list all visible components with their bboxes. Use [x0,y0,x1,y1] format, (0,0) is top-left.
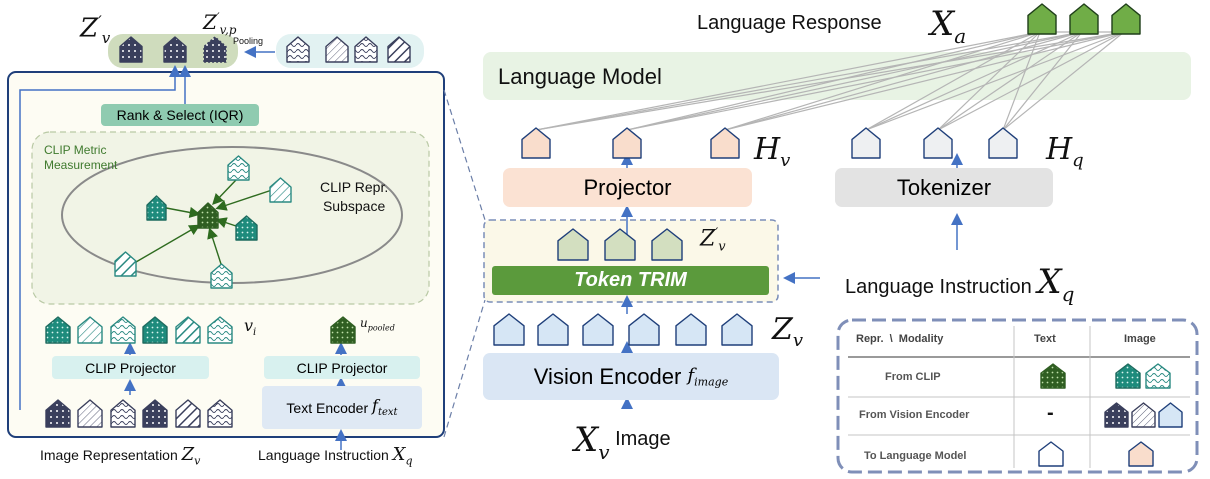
pooling-label: Pooling [233,36,264,46]
hq-token-2 [923,127,953,159]
zv-prime-label: Z′v [80,12,111,47]
legend-clip-image-icon-1 [1115,363,1141,389]
vision-encoder-box: Vision Encoder fimage [483,353,779,400]
token-layer [45,3,1183,467]
hq-token-3 [988,127,1018,159]
vi-token-6 [207,316,233,344]
image-input-label: Xv Image [574,420,671,464]
zv-token-1 [493,313,525,346]
trim-token-3 [651,228,683,261]
vi-token-1 [45,316,71,344]
zvp-label: Z′v,p [203,10,237,37]
projector-box: Projector [503,168,752,207]
token-trim-box: Token TRIM [492,266,769,295]
clip-projector-image: CLIP Projector [52,356,209,379]
subspace-token-teal-dots [146,195,167,221]
pool-source-token-2 [325,36,349,63]
language-response-label: Language Response [697,12,882,34]
zv-prime-token-2 [163,36,187,63]
vi-token-3 [110,316,136,344]
legend-row-from-vision-encoder: From Vision Encoder [859,409,970,421]
subspace-token-hatch [269,177,292,203]
vi-token-4 [142,316,168,344]
trim-zv-prime-symbol: Z′v [700,226,726,255]
image-token-6 [207,399,233,428]
subspace-token-wave [227,155,250,181]
tokenizer-box: Tokenizer [835,168,1053,207]
legend-ve-image-icon-2 [1131,402,1156,428]
rank-select-label: Rank & Select (IQR) [116,107,244,123]
hv-symbol: Hv [754,132,791,171]
legend-lm-image-icon [1128,441,1154,467]
zoom-line-top [443,89,486,221]
hv-token-1 [521,127,551,159]
response-token-1 [1027,3,1057,35]
image-token-4 [142,399,168,428]
subspace-token-hatch-thick [114,251,137,277]
response-token-2 [1069,3,1099,35]
response-token-3 [1111,3,1141,35]
zv-symbol: Zv [772,312,804,351]
zv-p-pooled-token [203,36,227,63]
hq-token-1 [851,127,881,159]
attention-lines [535,31,1125,131]
legend-grid [848,326,1190,468]
u-pooled-token [330,316,356,344]
pool-source-token-4 [387,36,411,63]
legend-header-image: Image [1124,333,1156,345]
language-instruction-left-label: Language Instruction Xq [258,444,413,468]
rank-select-box: Rank & Select (IQR) [101,104,259,126]
subspace-token-wave-2 [210,263,233,289]
image-token-3 [110,399,136,428]
hv-token-2 [612,127,642,159]
zv-token-3 [582,313,614,346]
pool-source-token-3 [354,36,378,63]
hq-symbol: Hq [1046,132,1084,171]
image-token-5 [175,399,201,428]
hv-token-3 [710,127,740,159]
language-model-label: Language Model [498,64,662,89]
vi-token-2 [77,316,103,344]
legend-clip-image-icon-2 [1145,363,1171,389]
language-instruction-right-label: Language Instruction Xq [845,262,1075,306]
legend-lm-text-icon [1038,441,1064,467]
legend-clip-text-icon [1040,363,1066,389]
subspace-token-pooled [197,202,219,229]
text-encoder-box: Text Encoder ftext [262,386,422,429]
image-representation-label: Image Representation Zv [40,444,201,468]
similarity-arrows [135,179,273,265]
clip-projector-text: CLIP Projector [264,356,420,379]
zoom-line-bottom [443,299,486,438]
zv-token-4 [628,313,660,346]
arrows [19,46,963,450]
legend-header-repr: Repr. \ Modality [856,333,944,345]
trim-token-2 [604,228,636,261]
zv-token-2 [537,313,569,346]
vi-label: vi [244,316,257,339]
vi-token-5 [175,316,201,344]
legend-header-text: Text [1034,333,1056,345]
trim-token-1 [557,228,589,261]
pool-source-token-1 [286,36,310,63]
subspace-token-teal-dots-2 [235,215,258,241]
zv-token-5 [675,313,707,346]
image-token-1 [45,399,71,428]
legend-row2-text-dash: - [1047,402,1054,424]
legend-ve-image-icon-1 [1104,402,1129,428]
legend-row-from-clip: From CLIP [885,371,941,383]
legend-row-to-language-model: To Language Model [864,450,967,462]
pooling-source-strip [276,34,424,68]
legend-ve-image-icon-3 [1158,402,1183,428]
zv-prime-token-1 [119,36,143,63]
upooled-label: upooled [360,316,395,333]
zv-token-6 [721,313,753,346]
xa-symbol: Xa [930,4,967,48]
image-token-2 [77,399,103,428]
subspace-label: CLIP Repr.Subspace [320,179,389,214]
